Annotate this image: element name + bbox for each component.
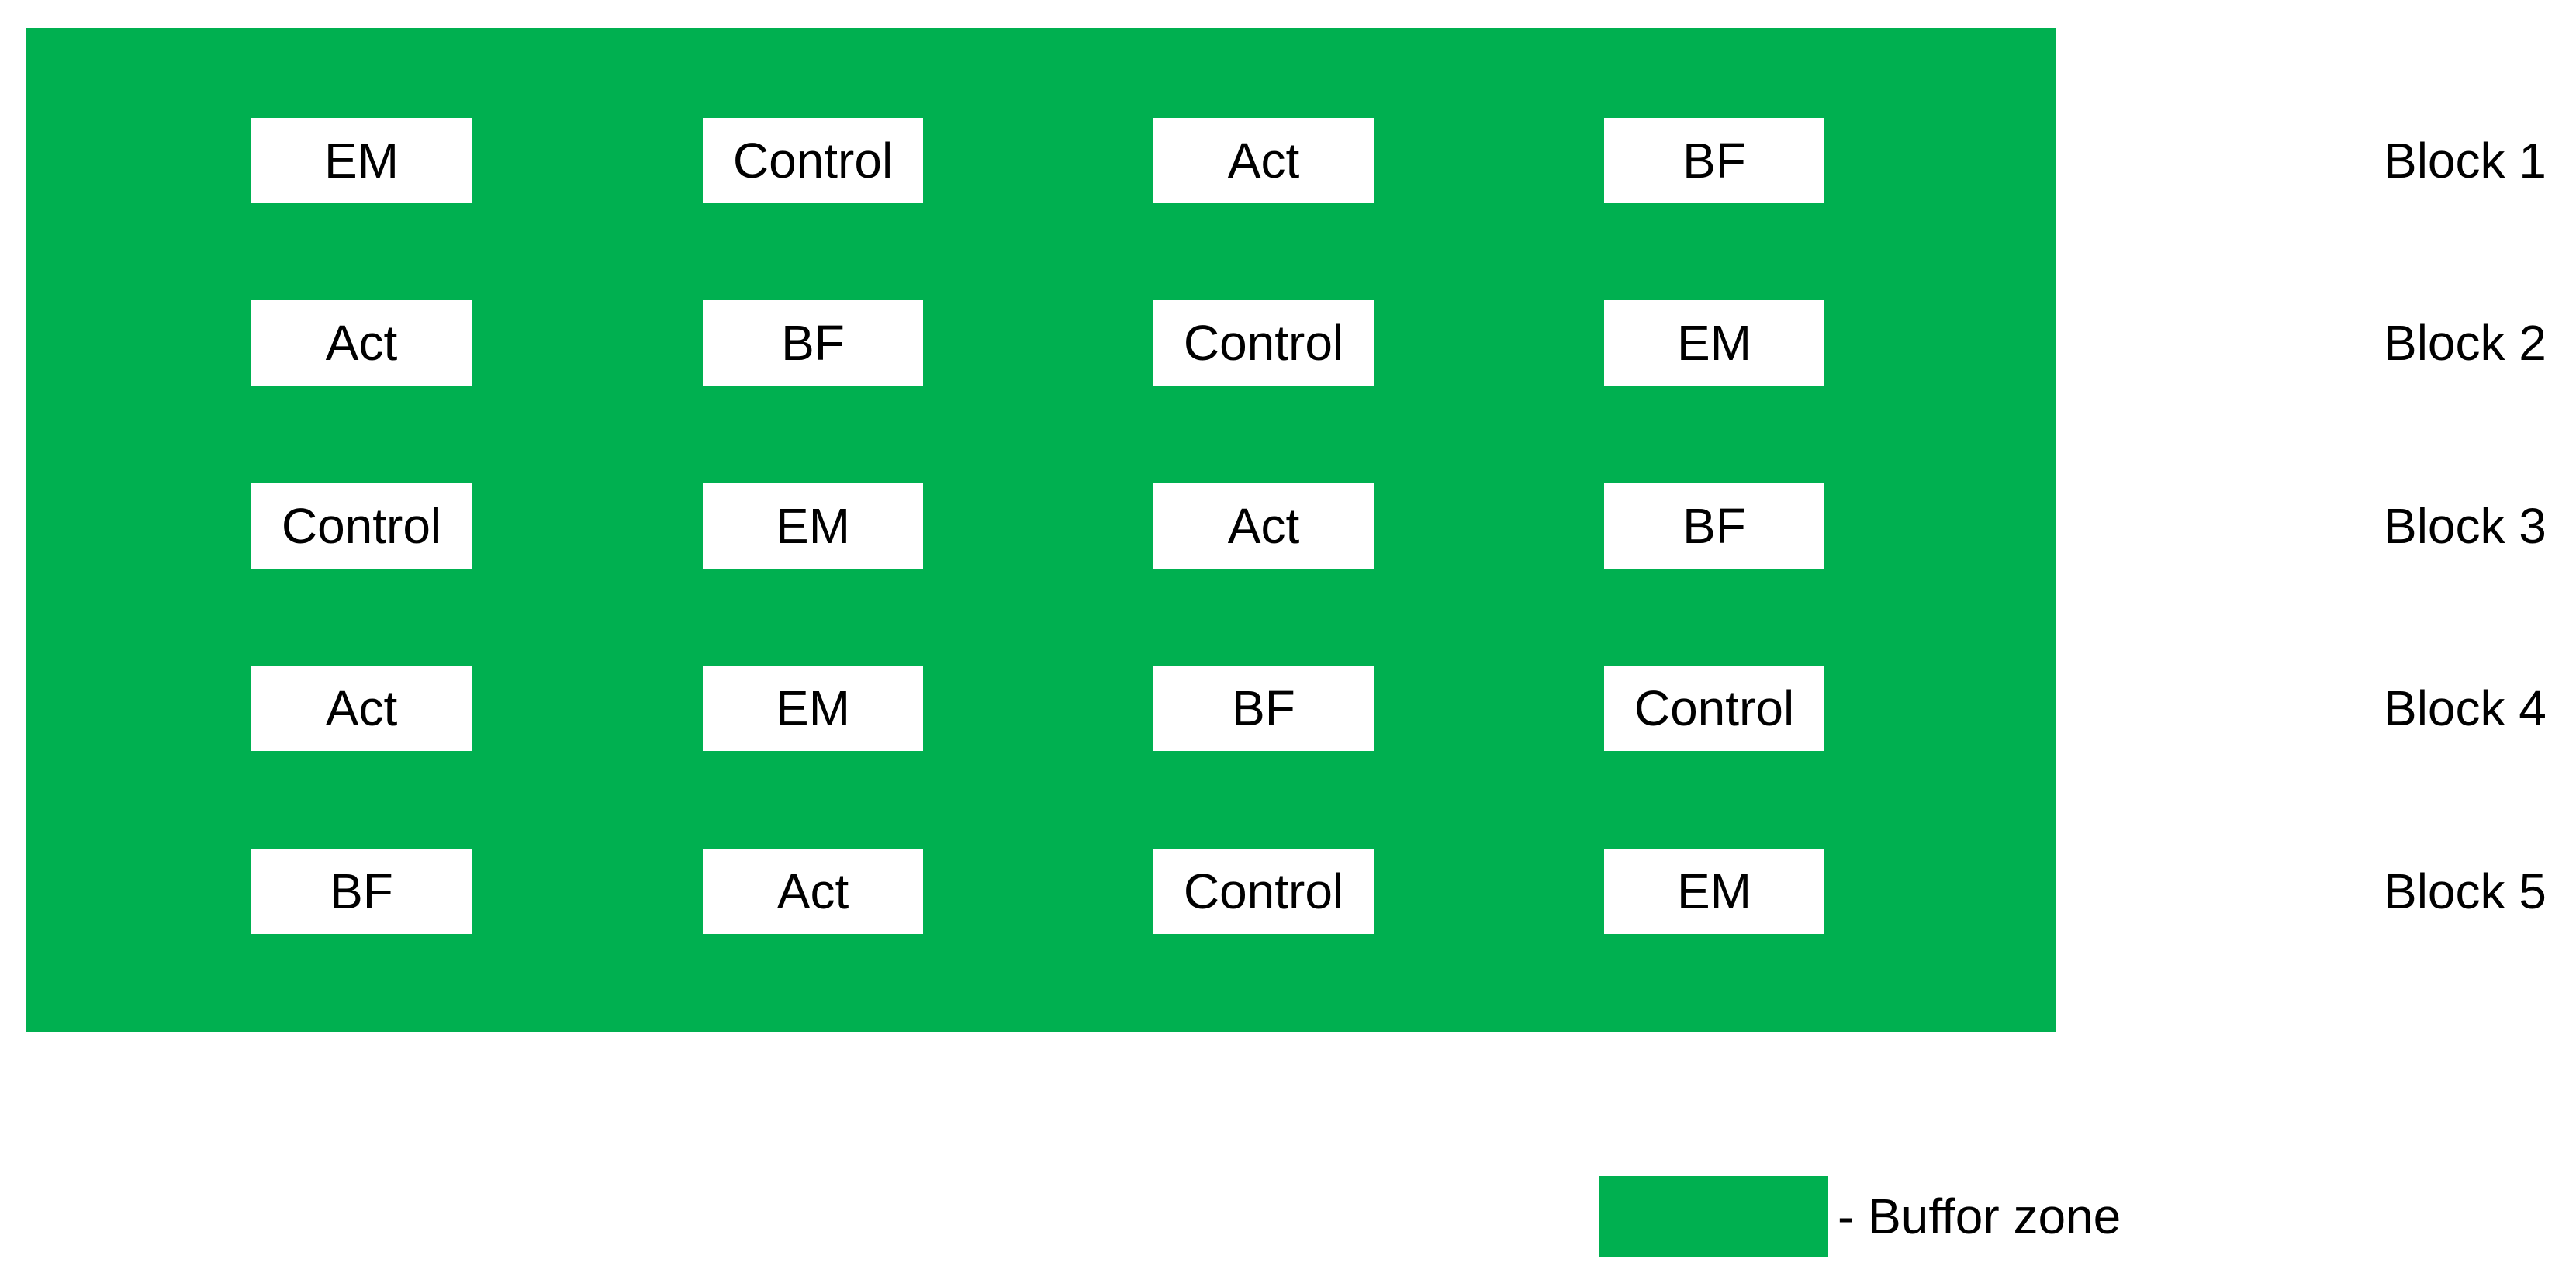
block-label-4: Block 4: [2384, 680, 2547, 736]
plot-block5-2: Act: [703, 849, 923, 934]
plot-block3-2: EM: [703, 483, 923, 569]
plot-block4-4: Control: [1604, 666, 1824, 751]
plot-block3-4: BF: [1604, 483, 1824, 569]
plot-block4-3: BF: [1153, 666, 1374, 751]
block-label-1: Block 1: [2384, 133, 2547, 189]
plot-block4-1: Act: [251, 666, 472, 751]
plot-block3-3: Act: [1153, 483, 1374, 569]
plot-block3-1: Control: [251, 483, 472, 569]
plot-block5-3: Control: [1153, 849, 1374, 934]
plot-block2-3: Control: [1153, 300, 1374, 386]
plot-block2-2: BF: [703, 300, 923, 386]
legend-label: - Buffor zone: [1838, 1188, 2121, 1244]
plot-block2-4: EM: [1604, 300, 1824, 386]
plot-block1-1: EM: [251, 118, 472, 203]
plot-block1-2: Control: [703, 118, 923, 203]
block-label-5: Block 5: [2384, 863, 2547, 919]
plot-block2-1: Act: [251, 300, 472, 386]
legend: - Buffor zone: [1599, 1176, 2121, 1257]
plot-block1-4: BF: [1604, 118, 1824, 203]
plot-block5-1: BF: [251, 849, 472, 934]
buffer-zone-swatch: [1599, 1176, 1828, 1257]
plot-block4-2: EM: [703, 666, 923, 751]
block-label-3: Block 3: [2384, 498, 2547, 554]
block-label-2: Block 2: [2384, 315, 2547, 371]
plot-block5-4: EM: [1604, 849, 1824, 934]
plot-block1-3: Act: [1153, 118, 1374, 203]
